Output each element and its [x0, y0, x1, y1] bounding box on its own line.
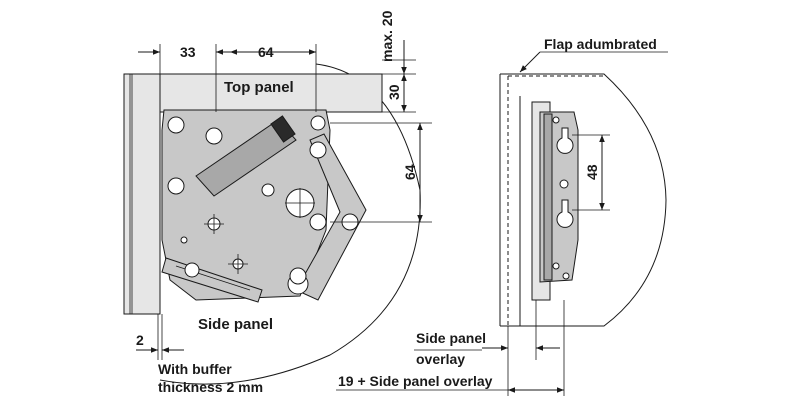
left-view: 33 64 max. 20 30 64 2 Top panel Side pan… — [123, 10, 432, 395]
hinge-lever-arm — [195, 119, 297, 197]
label-buffer-1: With buffer — [158, 361, 232, 377]
hole-mid-left — [167, 177, 185, 195]
right-screw-3 — [552, 262, 560, 270]
dim-48: 48 — [584, 164, 600, 180]
right-screw-1 — [552, 116, 560, 124]
label-side-panel: Side panel — [198, 316, 273, 333]
hole-center-small — [261, 183, 275, 197]
hole-mid-right — [309, 213, 327, 231]
label-buffer-2: thickness 2 mm — [158, 379, 263, 395]
hinge-lever-cap — [270, 115, 296, 143]
hole-top-inner — [205, 127, 223, 145]
keyhole-lower — [556, 199, 574, 228]
right-hinge-strip — [543, 113, 553, 281]
flap-leader-arrow — [519, 51, 541, 73]
hole-top-right — [310, 115, 326, 131]
dim-2: 2 — [136, 332, 144, 348]
crosshair-1 — [204, 214, 224, 234]
dim-64-side: 64 — [402, 164, 418, 180]
label-side-panel-overlay-2: overlay — [416, 351, 465, 367]
crosshair-3 — [285, 188, 315, 218]
right-screw-4 — [562, 272, 570, 280]
dim-30: 30 — [386, 84, 402, 100]
dim-64-top: 64 — [258, 44, 274, 60]
side-panel-shape — [123, 73, 161, 315]
right-screw-2 — [559, 179, 569, 189]
crosshair-2 — [228, 254, 248, 274]
label-side-panel-overlay-1: Side panel — [416, 330, 486, 346]
hole-top-left — [167, 116, 185, 134]
hole-damper — [184, 262, 200, 278]
dim-max20: max. 20 — [379, 10, 395, 62]
right-view: Flap adumbrated 48 Side panel overlay — [336, 36, 668, 396]
hole-pivot-right — [309, 141, 327, 159]
label-top-panel: Top panel — [224, 79, 294, 96]
hole-small-left — [180, 236, 188, 244]
keyhole-upper — [556, 127, 574, 154]
side-panel-inner-edge — [129, 73, 133, 315]
dim-33: 33 — [180, 44, 196, 60]
label-flap-adumbrated: Flap adumbrated — [544, 36, 657, 52]
hole-lower-link — [289, 267, 307, 285]
flap-adumbrated-outline — [507, 75, 604, 326]
left-swing-arc — [159, 63, 421, 385]
label-nineteen-overlay: 19 + Side panel overlay — [338, 373, 493, 389]
right-swing-arc — [500, 73, 667, 327]
